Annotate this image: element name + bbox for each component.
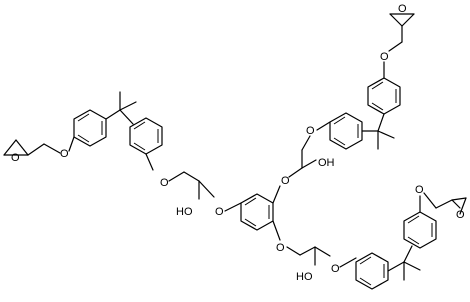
- phenyl-ring-left-outer: [68, 109, 107, 152]
- glycerol-linker-bottom: [286, 246, 331, 266]
- isopropylidene-left: [105, 91, 137, 125]
- phenyl-ring-bottom-outer: [403, 195, 437, 249]
- atom-o-ether-left: O: [60, 148, 69, 160]
- phenyl-ring-top-outer: [367, 61, 401, 115]
- atom-ho-left: HO: [176, 206, 193, 218]
- epoxide-ring-topright: [388, 13, 415, 52]
- glycerol-linker-left: [168, 171, 215, 200]
- atom-o-epoxide-bottomright: O: [456, 209, 465, 221]
- isopropylidene-top: [361, 113, 395, 150]
- atom-o-core-bottom: O: [276, 242, 285, 254]
- epoxide-ring-left: [3, 139, 61, 156]
- isopropylidene-bottom: [387, 245, 421, 281]
- phenyl-ring-top-inner: [316, 112, 363, 150]
- atom-o-ether-bottom: O: [331, 263, 340, 275]
- glycerol-linker-top: [288, 135, 317, 178]
- atom-ho-bottom: HO: [296, 271, 313, 283]
- atom-o-topright-ring: O: [380, 51, 389, 63]
- atom-o-epoxide-left: O: [11, 152, 20, 164]
- phenyl-ring-bottom-inner: [339, 252, 389, 290]
- benzene-core: [224, 185, 281, 241]
- atom-o-bottomright-ring: O: [415, 184, 424, 196]
- atom-o-core-left: O: [215, 206, 224, 218]
- atom-o-ether-left-ring: O: [160, 177, 169, 189]
- atom-o-core-topright: O: [281, 175, 290, 187]
- atom-o-epoxide-topright: O: [398, 3, 407, 15]
- phenyl-ring-left-inner: [129, 117, 163, 171]
- epoxide-ring-bottomright: [423, 192, 467, 215]
- atom-o-ether-top: O: [306, 125, 315, 137]
- atom-oh-top: OH: [318, 157, 335, 169]
